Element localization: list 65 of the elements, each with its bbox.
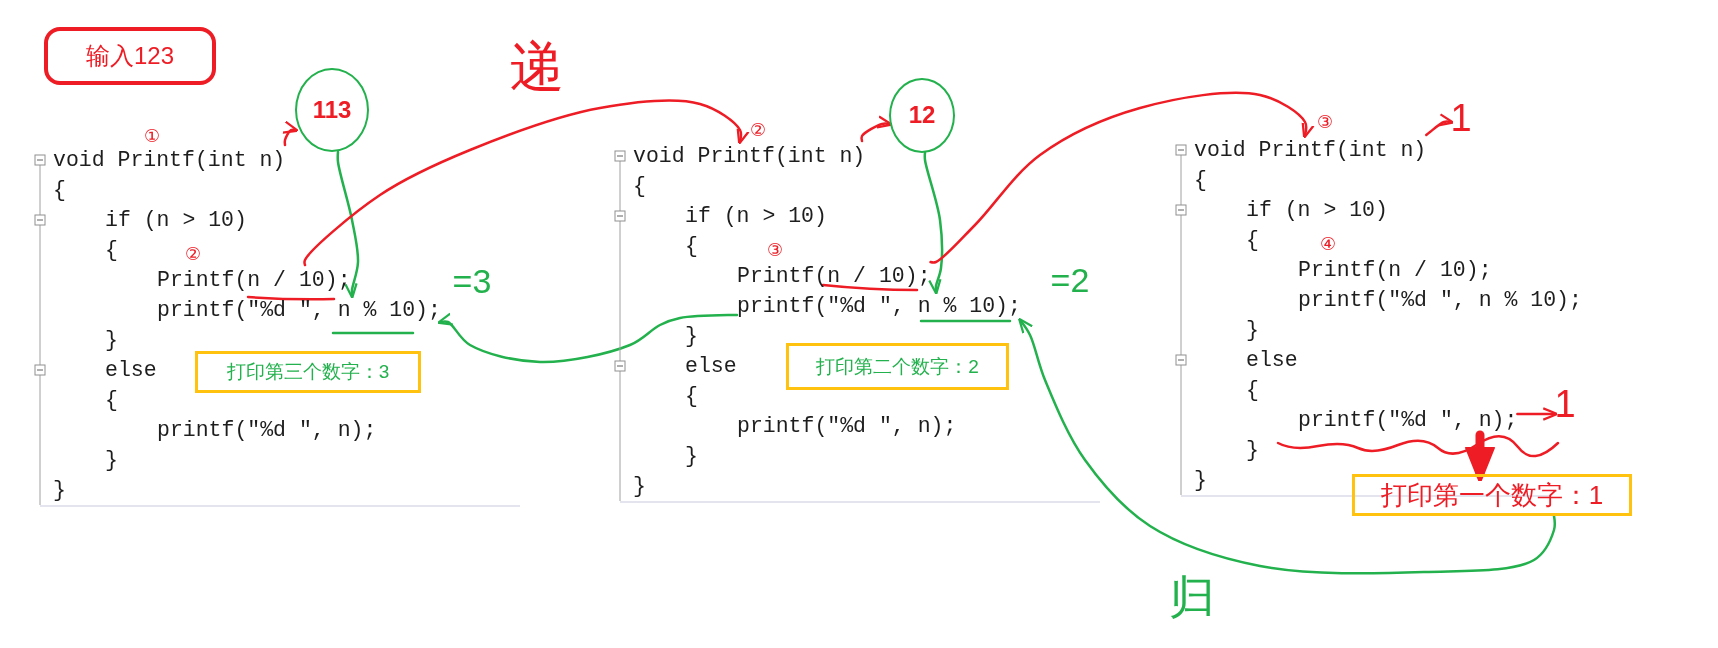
code-line: if (n > 10) (685, 201, 827, 231)
hand-drawn-arrow (1516, 407, 1559, 421)
code-line: { (633, 171, 646, 201)
output-note-box: 打印第二个数字：2 (786, 343, 1009, 390)
hand-drawn-arrow (923, 151, 944, 295)
code-line: } (633, 471, 646, 501)
code-line: void Printf(int n) (53, 145, 286, 175)
input-note-box: 输入123 (44, 27, 216, 85)
step-number: ④ (1319, 235, 1337, 253)
code-line: else (1246, 345, 1298, 375)
code-line: { (105, 235, 118, 265)
hand-drawn-arrow (1018, 317, 1556, 575)
step-number: ③ (766, 241, 784, 259)
code-line: } (105, 325, 118, 355)
code-line: printf("%d ", n); (1298, 405, 1518, 435)
hand-drawn-arrow (281, 120, 299, 147)
code-line: { (1194, 165, 1207, 195)
code-line: if (n > 10) (1246, 195, 1388, 225)
hand-drawn-arrow (929, 91, 1315, 264)
step-number: ③ (1316, 113, 1334, 131)
block-arrow (1464, 430, 1496, 483)
code-line: } (1246, 315, 1259, 345)
code-line: void Printf(int n) (633, 141, 866, 171)
value-circle: 12 (889, 77, 955, 153)
code-line: } (53, 475, 66, 505)
step-number: ② (749, 121, 767, 139)
code-line: { (53, 175, 66, 205)
code-line: printf("%d ", n % 10); (737, 291, 1021, 321)
code-line: if (n > 10) (105, 205, 247, 235)
code-line: else (105, 355, 157, 385)
code-line: printf("%d ", n); (157, 415, 377, 445)
hand-drawn-arrow (1425, 113, 1455, 137)
result-annotation: =3 (452, 264, 492, 298)
step-number: ② (184, 245, 202, 263)
code-line: Printf(n / 10); (737, 261, 931, 291)
code-line: } (1194, 465, 1207, 495)
code-line: { (105, 385, 118, 415)
handwritten-annotation: 归 (1169, 574, 1215, 620)
code-line: } (105, 445, 118, 475)
output-note-box: 打印第一个数字：1 (1352, 474, 1632, 516)
result-annotation: =2 (1050, 263, 1090, 297)
code-line: else (685, 351, 737, 381)
step-number: ① (143, 127, 161, 145)
code-line: } (685, 441, 698, 471)
output-note-box: 打印第三个数字：3 (195, 351, 421, 393)
hand-drawn-arrow (860, 115, 893, 143)
hand-drawn-arrow (437, 312, 739, 364)
code-line: { (1246, 225, 1259, 255)
code-line: { (685, 381, 698, 411)
code-line: } (1246, 435, 1259, 465)
handwritten-value: 1 (1554, 385, 1576, 423)
code-line: { (685, 231, 698, 261)
handwritten-annotation: 递 (510, 39, 564, 93)
code-line: void Printf(int n) (1194, 135, 1427, 165)
code-line: Printf(n / 10); (1298, 255, 1492, 285)
hand-drawn-arrow (336, 150, 360, 299)
code-line: Printf(n / 10); (157, 265, 351, 295)
code-line: } (685, 321, 698, 351)
value-circle: 113 (295, 68, 369, 152)
code-line: printf("%d ", n % 10); (157, 295, 441, 325)
code-line: printf("%d ", n); (737, 411, 957, 441)
code-line: { (1246, 375, 1259, 405)
hand-drawn-arrow (303, 99, 750, 267)
handwritten-value: 1 (1450, 99, 1472, 137)
code-line: printf("%d ", n % 10); (1298, 285, 1582, 315)
